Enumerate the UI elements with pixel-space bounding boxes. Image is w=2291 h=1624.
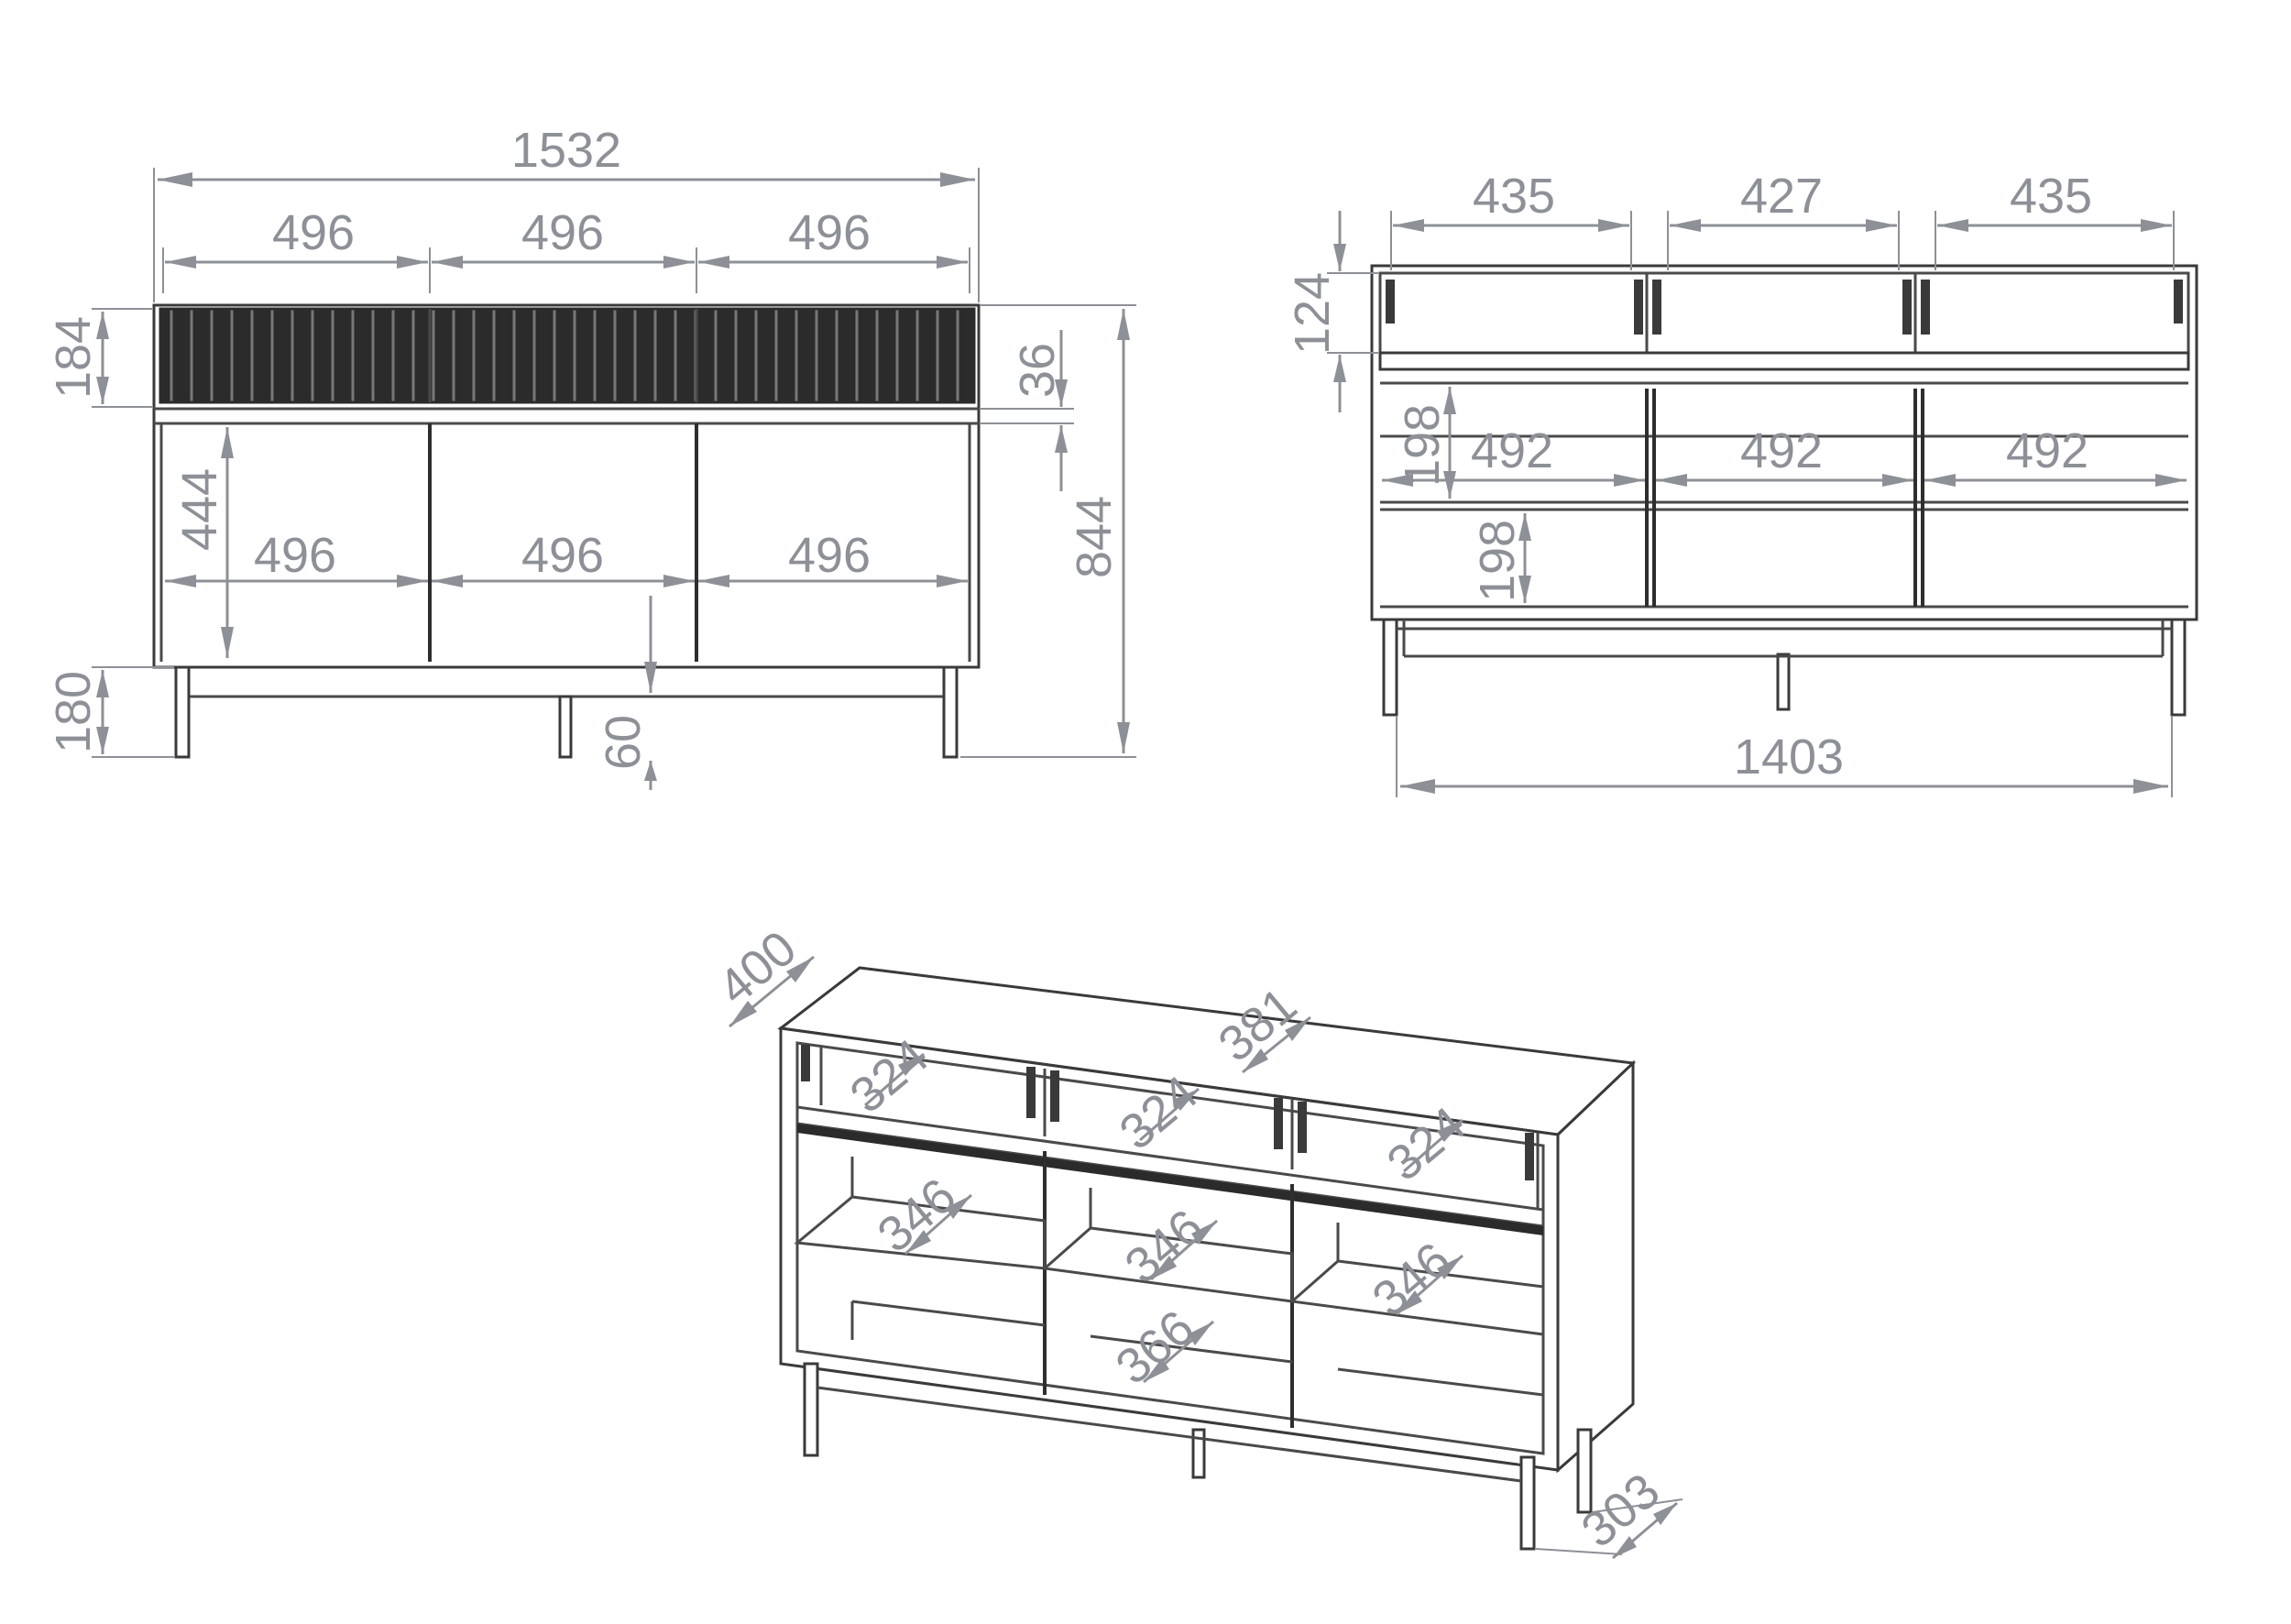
center-leg	[558, 695, 573, 759]
top-segment-label: 496	[788, 205, 871, 260]
inside-body	[1370, 264, 2198, 621]
door-height-label: 444	[172, 468, 227, 551]
leg	[174, 665, 191, 759]
total-height-label: 844	[1067, 496, 1122, 578]
inside-top-segment-label: 435	[2010, 169, 2092, 224]
runner-icon	[2174, 280, 2183, 324]
foot-height-label: 60	[596, 715, 651, 770]
lower-shelf-height-label: 198	[1470, 520, 1525, 602]
runner-icon	[1298, 1102, 1307, 1153]
iso-side	[1556, 1059, 1635, 1474]
center-leg	[1191, 1428, 1206, 1479]
inside-top-segment-label: 435	[1473, 169, 1555, 224]
center-leg	[1776, 653, 1791, 711]
runner-icon	[1274, 1098, 1283, 1149]
top-height-label: 124	[1285, 272, 1340, 355]
door-segment-label: 496	[254, 528, 336, 583]
shelf-width-label: 492	[2006, 423, 2088, 478]
shelf-width-label: 492	[1471, 423, 1553, 478]
runner-icon	[801, 1045, 810, 1081]
runner-icon	[1902, 280, 1912, 335]
shelf-width-label: 492	[1740, 423, 1823, 478]
gap-label: 36	[1010, 343, 1065, 398]
top-segment-label: 496	[521, 205, 604, 260]
runner-icon	[1386, 280, 1395, 324]
iso-front	[779, 1026, 1560, 1472]
top-segment-label: 496	[272, 205, 355, 260]
door-segment-label: 496	[521, 528, 604, 583]
inside-top-segment-label: 427	[1740, 169, 1823, 224]
drawer-bottom-rail	[1378, 351, 2190, 371]
runner-icon	[1652, 280, 1661, 335]
leg	[1576, 1428, 1593, 1514]
runner-icon	[1525, 1133, 1534, 1180]
leg-span-label: 1403	[1734, 730, 1844, 785]
front-view: 1532 496 496 496 496 496 496 444 1	[46, 123, 1136, 790]
isometric-view: 400 381 324 324 324 346 346 346 366	[708, 920, 1683, 1560]
runner-icon	[1921, 280, 1930, 335]
upper-shelf-height-label: 198	[1395, 404, 1450, 487]
runner-icon	[1026, 1067, 1036, 1118]
slatted-drawer-fronts	[159, 307, 976, 404]
leg-height-label: 180	[46, 671, 101, 753]
leg	[1382, 618, 1398, 717]
overall-width-label: 1532	[511, 123, 621, 178]
leg	[942, 665, 959, 759]
leg	[803, 1362, 819, 1457]
door-segment-label: 496	[788, 528, 871, 583]
leg	[2170, 618, 2187, 717]
drawer-height-label: 184	[46, 316, 101, 399]
leg	[1519, 1455, 1536, 1551]
inside-view: 435 427 435 124 492 492 492 198 198 1403	[1285, 169, 2198, 797]
runner-icon	[1050, 1070, 1059, 1122]
runner-icon	[1634, 280, 1643, 335]
depth-label: 400	[708, 920, 807, 1015]
